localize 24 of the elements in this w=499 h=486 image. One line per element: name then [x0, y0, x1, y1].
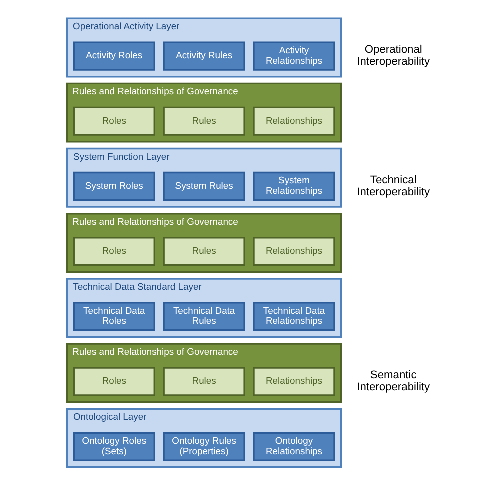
node-box: Ontology Relationships: [253, 432, 336, 462]
node-box: Ontology Roles (Sets): [73, 432, 156, 462]
node-box: Technical Data Roles: [73, 302, 156, 332]
node-box: Activity Rules: [163, 42, 246, 71]
node-box: Activity Relationships: [253, 42, 336, 71]
node-box: Activity Roles: [73, 42, 156, 71]
node-box: Relationships: [253, 237, 336, 266]
label: Semantic Interoperability: [357, 370, 430, 394]
node-box: Relationships: [253, 106, 336, 136]
node-box: System Roles: [73, 172, 156, 202]
node-box: Relationships: [253, 367, 336, 396]
node-box: Technical Data Relationships: [253, 302, 336, 332]
node-box: System Relationships: [253, 172, 336, 202]
node-box: Rules: [163, 106, 246, 136]
node-box: Ontology Rules (Properties): [163, 432, 246, 462]
node-box: System Rules: [163, 172, 246, 202]
node-box: Roles: [73, 106, 156, 136]
node-box: Roles: [73, 237, 156, 266]
node-box: Roles: [73, 367, 156, 396]
node-box: Rules: [163, 237, 246, 266]
node-box: Technical Data Rules: [163, 302, 246, 332]
node-box: Rules: [163, 367, 246, 396]
label: Technical Interoperability: [357, 174, 430, 198]
label: Operational Interoperability: [357, 44, 430, 68]
